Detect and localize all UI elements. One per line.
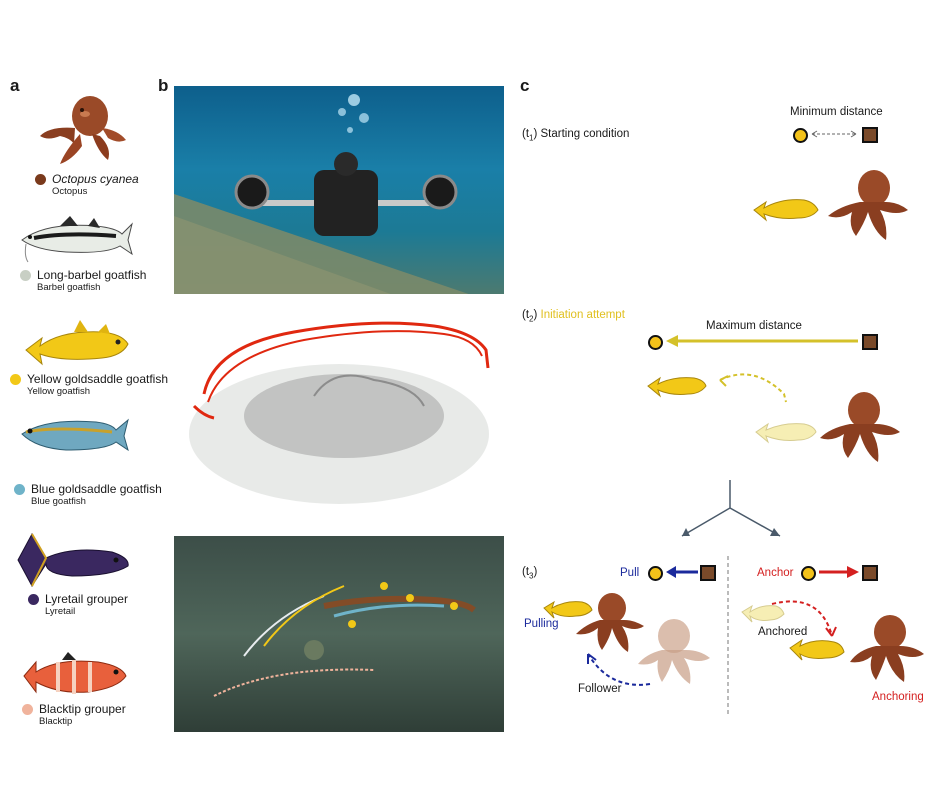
lyretail-color-dot — [28, 593, 39, 605]
long-barbel-color-dot — [20, 269, 31, 281]
species-short-name: Lyretail — [45, 606, 76, 617]
species-name: Lyretail grouper — [45, 592, 128, 606]
octopus-color-dot — [35, 173, 46, 185]
species-name: Long-barbel goatfish — [37, 268, 147, 282]
species-label-lyretail: Lyretail grouper — [28, 592, 128, 606]
panel-label-a: a — [10, 76, 20, 95]
species-label-long-barbel: Long-barbel goatfish — [20, 268, 146, 282]
pull-scene-illustration — [543, 593, 710, 686]
octopus-node-square — [862, 334, 878, 350]
point-cloud-scene — [189, 321, 490, 504]
anchored-label: Anchored — [758, 626, 808, 638]
anchor-arrow — [819, 566, 859, 578]
fish-node-circle — [793, 128, 808, 143]
fish-node-circle — [648, 566, 663, 581]
follower-label: Follower — [578, 683, 622, 695]
yellow-goatfish-color-dot — [10, 373, 21, 385]
t2-label: (t2) Initiation attempt — [522, 309, 625, 324]
lyretail-grouper-illustration — [17, 532, 129, 587]
species-label-yellow-goatfish: Yellow goldsaddle goatfish — [10, 372, 168, 386]
species-label-octopus: Octopus cyanea — [35, 172, 139, 186]
camera-rig-scene — [174, 94, 469, 294]
octopus-illustration — [40, 96, 126, 164]
long-barbel-goatfish-illustration — [21, 216, 133, 263]
point-cloud-reconstruction — [174, 306, 504, 528]
anchoring-label: Anchoring — [872, 691, 924, 703]
yellow-goatfish-illustration — [25, 320, 129, 366]
divider-line — [727, 556, 729, 716]
fish-node-circle — [648, 335, 663, 350]
species-short-name: Barbel goatfish — [37, 282, 101, 293]
species-name: Yellow goldsaddle goatfish — [27, 372, 168, 386]
min-distance-label: Minimum distance — [790, 106, 883, 118]
octopus-node-square — [862, 565, 878, 581]
branching-arrows — [681, 480, 781, 537]
t3-label: (t3) — [522, 566, 538, 581]
pull-label: Pull — [620, 567, 640, 579]
tracks-scene — [213, 582, 476, 697]
min-distance-arrow — [811, 130, 857, 138]
species-label-blue-goatfish: Blue goldsaddle goatfish — [14, 482, 162, 496]
t1-scene-illustration — [753, 170, 908, 240]
species-name: Blacktip grouper — [39, 702, 126, 716]
anchor-label: Anchor — [757, 567, 794, 579]
max-distance-label: Maximum distance — [706, 320, 802, 332]
species-label-blacktip: Blacktip grouper — [22, 702, 126, 716]
species-name: Blue goldsaddle goatfish — [31, 482, 162, 496]
blue-goatfish-color-dot — [14, 483, 25, 495]
anchor-scene-illustration — [741, 600, 924, 682]
reconstruction-tracks — [174, 536, 504, 732]
t1-label: (t1) Starting condition — [522, 128, 630, 143]
octopus-node-square — [862, 127, 878, 143]
fish-node-circle — [801, 566, 816, 581]
panel-label-b: b — [158, 76, 169, 95]
species-short-name: Yellow goatfish — [27, 386, 91, 397]
max-distance-arrow — [666, 335, 858, 347]
camera-rig-photo — [174, 86, 504, 294]
species-short-name: Blue goatfish — [31, 496, 86, 507]
panel-label-c: c — [520, 76, 530, 95]
pull-arrow — [666, 566, 698, 578]
blacktip-color-dot — [22, 703, 33, 715]
species-short-name: Octopus — [52, 186, 88, 197]
blue-goatfish-illustration — [21, 418, 129, 452]
species-name: Octopus cyanea — [52, 172, 139, 186]
pulling-label: Pulling — [524, 618, 559, 630]
octopus-node-square — [700, 565, 716, 581]
blacktip-grouper-illustration — [23, 652, 127, 694]
t2-scene-illustration — [647, 373, 900, 462]
species-short-name: Blacktip — [39, 716, 73, 727]
initiation-attempt-text: Initiation attempt — [540, 309, 625, 321]
